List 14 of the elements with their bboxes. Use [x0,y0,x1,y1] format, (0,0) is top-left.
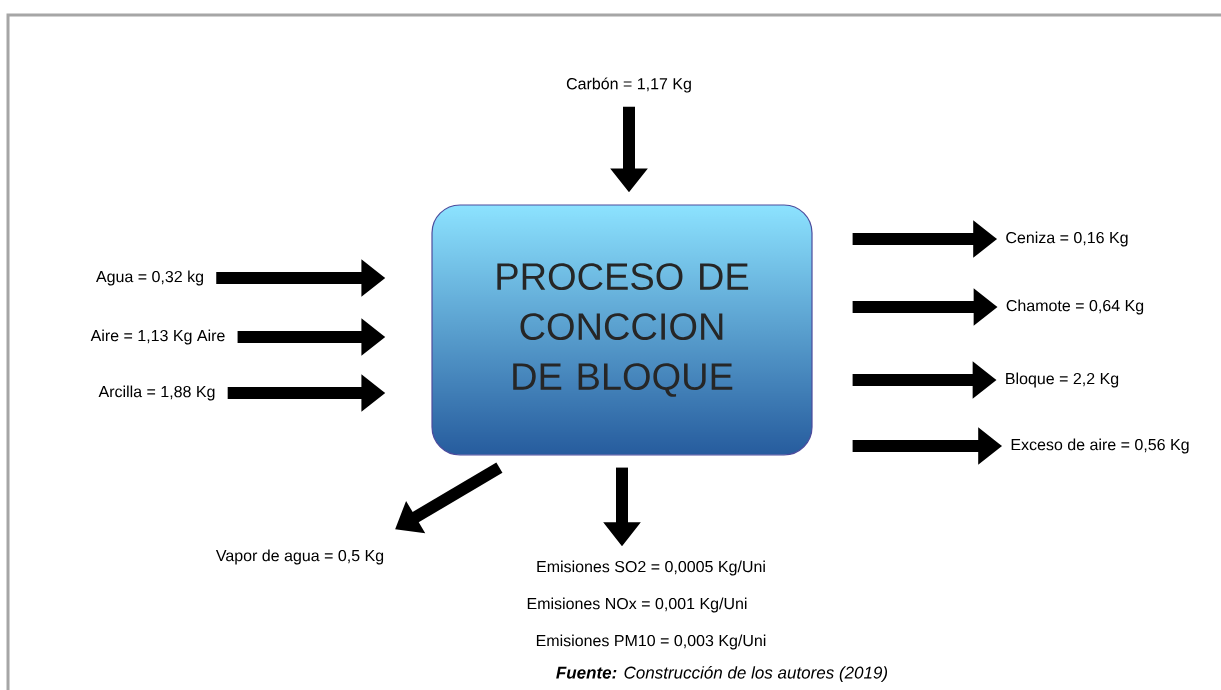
flow-label: Ceniza = 0,16 Kg [1006,231,1128,247]
flow-label: Vapor de agua = 0,5 Kg [215,549,384,565]
flow-label: Emisiones NOx = 0,001 Kg/Uni [527,597,747,613]
flow-label: Aire = 1,13 Kg Aire [90,329,225,345]
flow-label: Bloque = 2,2 Kg [1006,372,1119,388]
flow-label: Arcilla = 1,88 Kg [98,385,215,401]
caption: Fuente: Construcción de los autores (2019) [556,665,888,682]
process-box: PROCESO DE CONCCION DE BLOQUE [431,204,813,456]
flow-label: Carbón = 1,17 Kg [566,77,691,93]
flow-label: Chamote = 0,64 Kg [1006,299,1144,315]
flow-label: Emisiones SO2 = 0,0005 Kg/Uni [537,560,765,576]
flow-label: Agua = 0,32 kg [96,270,203,286]
flow-label: Emisiones PM10 = 0,003 Kg/Uni [536,634,766,650]
flow-label: Exceso de aire = 0,56 Kg [1011,438,1189,454]
